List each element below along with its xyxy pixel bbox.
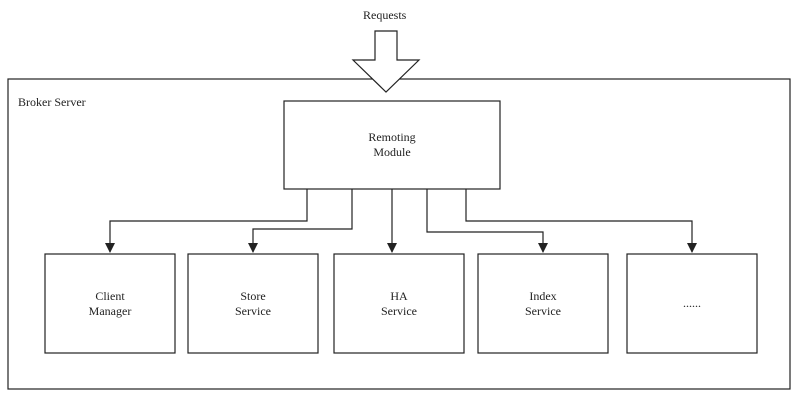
more-services-box [626,253,758,354]
remoting-module-line1: Remoting [368,130,416,144]
client-manager-label: Client Manager [45,254,175,353]
connector-store-service [248,189,353,253]
store-service-line2: Service [235,303,271,318]
remoting-module-label: Remoting Module [284,101,500,189]
index-service-line1: Index [529,288,557,303]
index-service-box [477,253,609,354]
more-services-label: ...... [627,254,757,353]
store-service-box [187,253,319,354]
connector-client-manager [105,189,308,253]
broker-server-label: Broker Server [18,95,86,109]
client-manager-line1: Client [95,288,125,303]
request-arrow [351,30,421,93]
index-service-label: Index Service [478,254,608,353]
client-manager-box [44,253,176,354]
store-service-label: Store Service [188,254,318,353]
requests-label: Requests [363,8,407,22]
more-services-line1: ...... [683,296,701,310]
ha-service-line2: Service [381,303,417,318]
store-service-line1: Store [240,288,266,303]
ha-service-line1: HA [390,288,408,303]
ha-service-label: HA Service [334,254,464,353]
client-manager-line2: Manager [88,303,132,318]
remoting-module-line2: Module [373,145,411,159]
connector-more-services [465,189,697,253]
connector-index-service [426,189,548,253]
ha-service-box [333,253,465,354]
index-service-line2: Service [525,303,561,318]
